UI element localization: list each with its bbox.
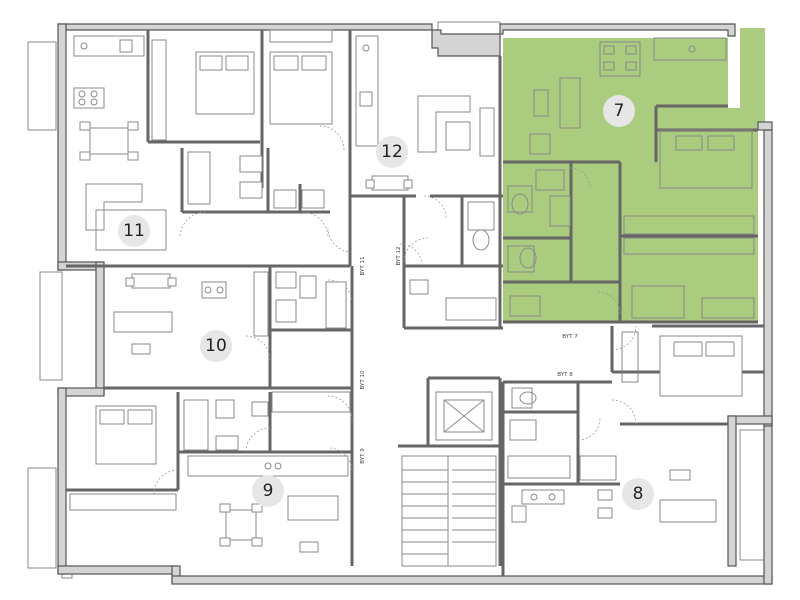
entrance-label-byt-10: BYT 10 [360,370,366,389]
stair-core [401,391,497,567]
apartment-8-furniture [507,331,743,523]
apartment-number-9: 9 [263,481,274,501]
apartment-10-furniture [113,271,351,413]
apartment-12-furniture [269,29,497,321]
apartment-badge-12[interactable]: 12 [376,136,408,168]
apartment-badge-10[interactable]: 10 [200,330,232,362]
interior-walls [66,30,764,576]
apartment-number-10: 10 [205,336,227,356]
doors [153,125,637,495]
apartment-badge-8[interactable]: 8 [622,478,654,510]
entrance-label-byt-12: BYT 12 [396,247,402,266]
apartment-badge-11[interactable]: 11 [118,215,150,247]
entrance-label-byt-9: BYT 9 [360,448,366,464]
apartment-7-area[interactable] [503,28,765,322]
apartment-9-furniture [69,399,349,553]
apartment-badge-7[interactable]: 7 [603,95,635,127]
apartment-number-12: 12 [381,142,403,162]
apartment-badge-9[interactable]: 9 [252,475,284,507]
entrance-label-byt-11: BYT 11 [360,257,366,276]
apartment-11-furniture [73,35,325,251]
apartment-number-7: 7 [614,101,625,121]
apartment-number-11: 11 [123,221,145,241]
apartment-7-furniture [507,37,755,319]
apartment-number-badges: 7 8 9 10 11 12 [118,95,654,510]
building-walls [57,23,773,585]
entrance-label-byt-8: BYT 8 [557,372,573,378]
entrance-label-byt-7: BYT 7 [562,334,578,340]
entrance-labels: BYT 7 BYT 8 BYT 9 BYT 10 BYT 11 BYT 12 [360,247,578,464]
apartment-number-8: 8 [633,484,644,504]
